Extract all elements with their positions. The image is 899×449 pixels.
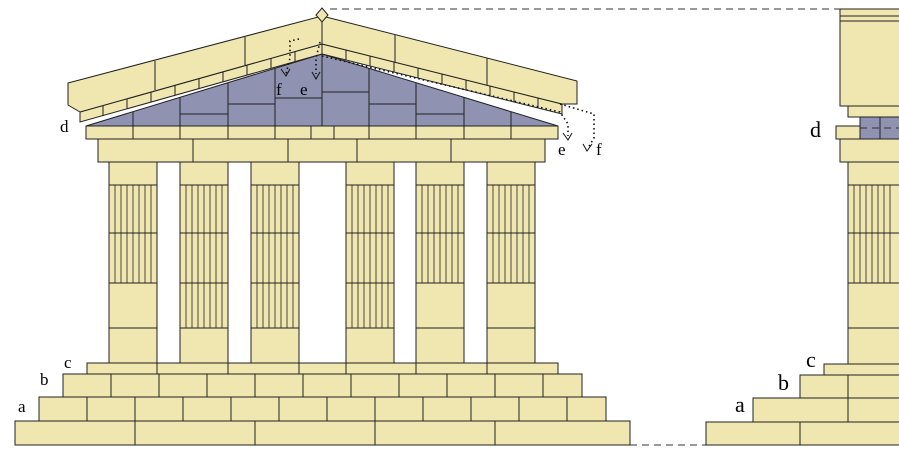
label-f: f [276,80,282,99]
side-label-d: d [810,117,821,142]
side-label-b: b [778,370,789,395]
diamond-marker-icon [315,7,329,23]
column-3 [250,161,300,364]
label-e: e [300,80,308,99]
side-frieze-course [835,116,899,140]
side-cornice-block [839,8,899,118]
arrow-icon [280,68,291,77]
label-a: a [18,397,26,416]
column-6 [486,161,536,364]
architrave [97,138,546,163]
side-architrave [839,138,899,163]
front-elevation: a b c d f e e f [14,7,631,446]
side-step-middle [752,397,899,423]
column-4 [345,161,395,364]
dotted-leaders [285,38,595,149]
stylobate [86,362,559,375]
frieze-course [85,125,559,140]
step-middle [38,396,607,422]
column-1 [108,161,158,364]
side-elevation: a b c d [705,8,899,446]
arrow-icon [582,143,593,152]
side-step-bottom [705,421,899,446]
label-e: e [558,140,566,159]
step-top [62,373,583,398]
label-d: d [60,117,69,136]
tympanum [85,53,559,127]
raking-cornice-upper [67,15,578,113]
label-f: f [596,140,602,159]
side-step-top [799,374,899,399]
side-column [847,161,899,365]
label-c: c [64,353,72,372]
arrow-icon [311,71,321,81]
side-label-a: a [735,392,745,417]
side-stylobate [823,363,899,376]
step-bottom [14,420,631,446]
side-label-c: c [806,347,816,372]
column-2 [179,161,229,364]
column-5 [415,161,465,364]
label-b: b [40,370,49,389]
arrow-icon [562,132,573,141]
